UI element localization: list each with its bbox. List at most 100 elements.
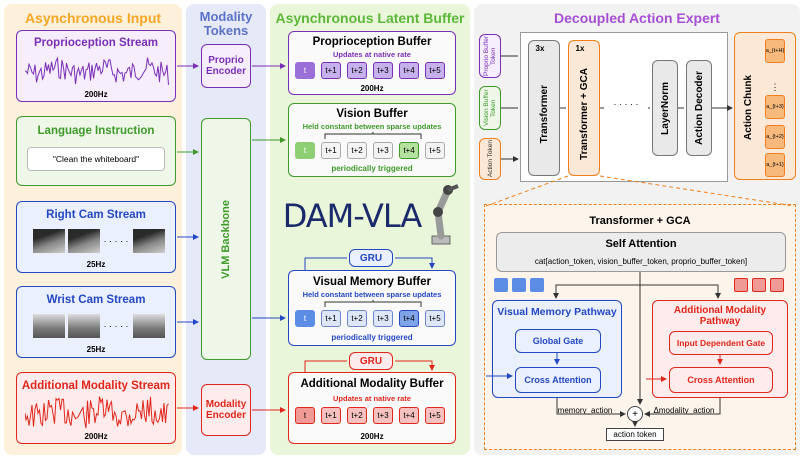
right-cam-frame-2 — [68, 229, 100, 253]
action-chunk-label-wrap: Action Chunk — [737, 37, 759, 177]
vision-token: t+3 — [373, 142, 393, 159]
global-gate: Global Gate — [515, 329, 601, 353]
vision-bracket — [324, 132, 422, 139]
cat-formula: cat[action_token, vision_buffer_token, p… — [534, 256, 748, 266]
vision-buffer-trigger: periodically triggered — [331, 164, 413, 173]
visual-memory-token: t+4 — [399, 310, 419, 327]
vision-buffer-sub: Held constant between sparse updates — [302, 121, 442, 131]
wrist-cam-stream: Wrist Cam Stream · · · · · 25Hz — [16, 286, 176, 358]
right-cam-frame-1 — [33, 229, 65, 253]
additional-pathway-title: Additional Modality Pathway — [673, 305, 767, 327]
language-instruction: Language Instruction "Clean the whiteboa… — [16, 116, 176, 186]
additional-token: t+5 — [425, 407, 445, 424]
repeat-3x: 3x — [535, 43, 545, 53]
delta-modality-label: Δmodality_action — [653, 405, 715, 415]
visual-memory-buffer: Visual Memory Buffer Held constant betwe… — [288, 270, 456, 346]
visual-memory-token: t+1 — [321, 310, 341, 327]
modality-encoder: Modality Encoder — [201, 384, 251, 436]
wrist-cam-frame-1 — [33, 314, 65, 338]
proprio-token: t+4 — [399, 62, 419, 79]
proprio-token: t+2 — [347, 62, 367, 79]
visual-memory-title: Visual Memory Buffer — [312, 276, 431, 288]
proprio-signal — [25, 56, 169, 85]
proprio-encoder: Proprio Encoder — [201, 44, 251, 88]
wrist-cam-dots: · · · · · — [103, 321, 129, 331]
additional-stream: Additional Modality Stream 200Hz — [16, 372, 176, 444]
wrist-cam-frame-2 — [68, 314, 100, 338]
modality-encoder-label: Modality Encoder — [205, 399, 247, 421]
action-decoder-label: Action Decoder — [693, 71, 705, 145]
additional-buffer-tokens: t t+1 t+2 t+3 t+4 t+5 — [295, 407, 451, 425]
vision-token: t+1 — [321, 142, 341, 159]
visual-memory-tokens: t t+1 t+2 t+3 t+4 t+5 — [295, 310, 451, 328]
right-cam-rate: 25Hz — [86, 259, 106, 269]
language-title: Language Instruction — [37, 125, 155, 137]
action-token-input: Action Token — [479, 138, 501, 180]
proprio-stream-title: Proprioception Stream — [34, 37, 158, 49]
visual-pathway: Visual Memory Pathway Global Gate Cross … — [492, 300, 622, 398]
vision-buffer-title: Vision Buffer — [336, 108, 408, 120]
transformer-block-label-wrap: Transformer — [528, 56, 560, 172]
gru-box-1: GRU — [349, 249, 393, 267]
proprio-buffer-tokens: t t+1 t+2 t+3 t+4 t+5 — [295, 62, 451, 80]
visual-memory-token: t — [295, 310, 315, 327]
transformer-label: Transformer — [538, 84, 550, 144]
right-cam-dots: · · · · · — [103, 236, 129, 246]
additional-pathway: Additional Modality Pathway Input Depend… — [652, 300, 788, 398]
wrist-cam-title: Wrist Cam Stream — [46, 294, 146, 306]
modality-tokens-title: Modality Tokens — [199, 9, 253, 38]
action-token-input-label: Action Token — [486, 140, 494, 178]
visual-memory-trigger: periodically triggered — [331, 333, 413, 342]
proprio-token: t+1 — [321, 62, 341, 79]
additional-buffer-title: Additional Modality Buffer — [300, 378, 444, 390]
blue-token — [530, 278, 544, 292]
vision-token: t — [295, 142, 315, 159]
expert-dots: · · · · · — [613, 99, 639, 109]
wrist-cam-frame-3 — [133, 314, 165, 338]
proprio-stream-rate: 200Hz — [84, 89, 108, 99]
memory-action-label: memory_action — [557, 405, 613, 415]
blue-token — [494, 278, 508, 292]
right-cam-frame-3 — [133, 229, 165, 253]
cross-attention-1: Cross Attention — [515, 367, 601, 393]
async-input-title: Asynchronous Input — [24, 10, 162, 26]
layernorm-label: LayerNorm — [659, 81, 671, 135]
latent-buffer-title: Asynchronous Latent Buffer — [275, 10, 465, 26]
visual-memory-bracket — [324, 300, 422, 307]
robot-arm-icon — [431, 184, 459, 245]
red-token — [770, 278, 784, 292]
vision-token: t+4 — [399, 142, 419, 159]
additional-token: t — [295, 407, 315, 424]
chunk-token: a_{t+H} — [765, 39, 785, 63]
additional-signal — [25, 396, 169, 429]
action-expert-title: Decoupled Action Expert — [554, 10, 720, 26]
right-cam-title: Right Cam Stream — [46, 209, 146, 221]
proprio-buffer-sub: Updates at native rate — [333, 49, 411, 59]
wrist-cam-rate: 25Hz — [86, 344, 106, 354]
vision-buffer: Vision Buffer Held constant between spar… — [288, 103, 456, 177]
proprio-buffer: Proprioception Buffer Updates at native … — [288, 31, 456, 95]
visual-memory-token: t+5 — [425, 310, 445, 327]
chunk-token: a_{t+3} — [765, 95, 785, 119]
additional-token: t+1 — [321, 407, 341, 424]
additional-token: t+2 — [347, 407, 367, 424]
visual-pathway-title: Visual Memory Pathway — [497, 306, 617, 318]
transformer-gca-label: Transformer + GCA — [578, 68, 590, 160]
visual-memory-token: t+2 — [347, 310, 367, 327]
vision-buffer-tokens: t t+1 t+2 t+3 t+4 t+5 — [295, 142, 451, 160]
action-chunk: Action Chunk a_{t+H} ⋮ a_{t+3} a_{t+2} a… — [734, 32, 796, 180]
blue-token — [512, 278, 526, 292]
chunk-token: a_{t+1} — [765, 153, 785, 177]
additional-buffer-rate: 200Hz — [360, 431, 384, 441]
action-chunk-label: Action Chunk — [742, 74, 754, 140]
layernorm-block: LayerNorm — [652, 60, 678, 156]
proprio-token: t+5 — [425, 62, 445, 79]
plus-node: + — [627, 406, 643, 422]
action-token-output: action token — [606, 428, 664, 441]
vlm-backbone: VLM Backbone — [201, 118, 251, 360]
proprio-buffer-token-label: Proprio Buffer Token — [483, 36, 497, 76]
proprio-buffer-rate: 200Hz — [360, 83, 384, 93]
visual-memory-sub: Held constant between sparse updates — [302, 289, 442, 299]
input-dependent-gate: Input Dependent Gate — [669, 331, 773, 355]
vision-buffer-token: Vision Buffer Token — [479, 86, 501, 130]
